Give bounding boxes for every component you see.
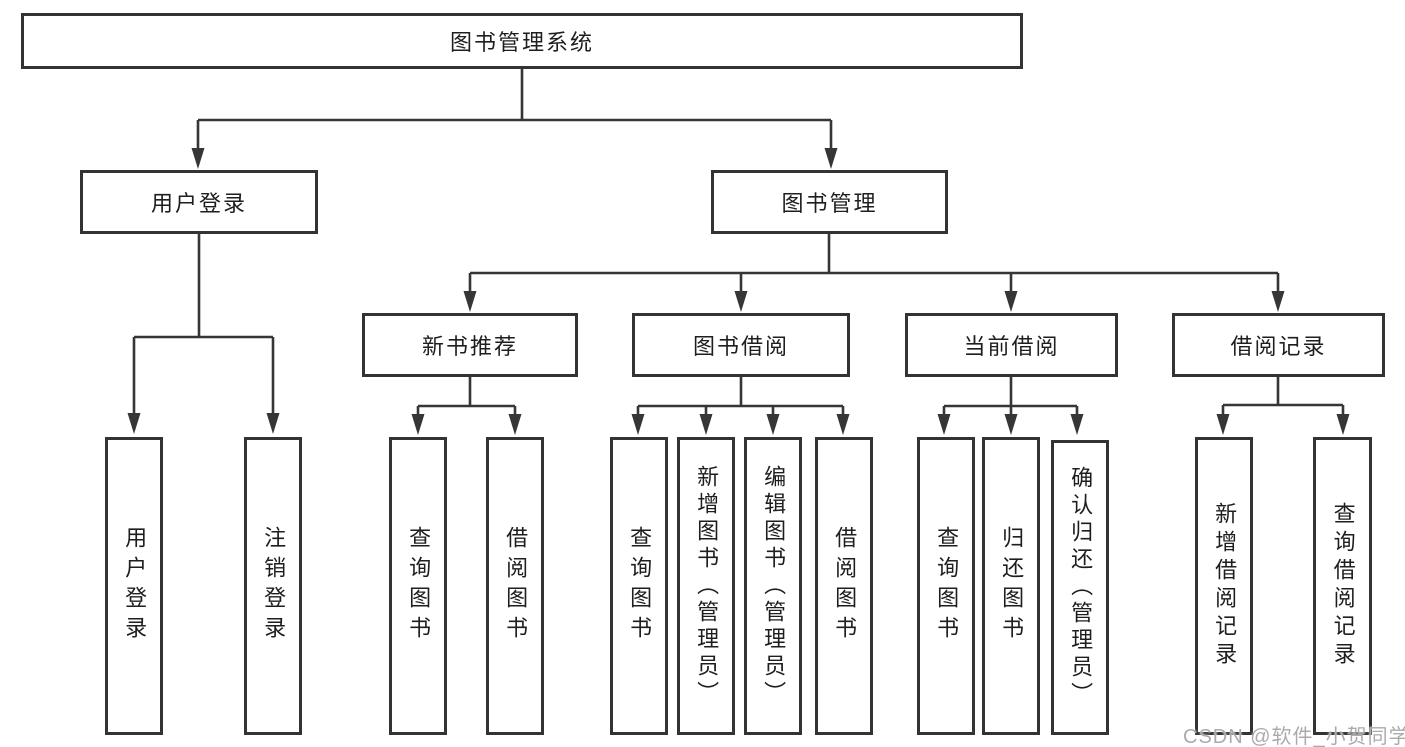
node-book-management: 图书管理 [711, 170, 948, 234]
connector-book-borrow-to-leaves [631, 377, 850, 435]
connector-new-book-to-leaves [411, 377, 522, 435]
node-label: 借阅图书 [832, 526, 858, 646]
connector-user-login-to-leaves [127, 234, 280, 434]
node-user-login: 用户登录 [80, 170, 318, 234]
node-label: 借阅记录 [1230, 334, 1327, 359]
node-label: 当前借阅 [963, 334, 1060, 359]
leaf-query-books-2: 查询图书 [610, 437, 668, 735]
leaf-add-borrow-record: 新增借阅记录 [1195, 437, 1253, 735]
node-label: 新增借阅记录 [1212, 502, 1238, 670]
csdn-watermark: CSDN @软件_小贺同学 [1183, 726, 1405, 747]
connector-book-mgmt-to-level2 [463, 234, 1285, 312]
node-label: 借阅图书 [503, 526, 529, 646]
node-label: 注销登录 [261, 526, 287, 646]
node-label: 新书推荐 [421, 334, 518, 359]
node-label: 图书管理系统 [449, 30, 594, 55]
node-book-borrowing: 图书借阅 [632, 313, 850, 377]
node-label: 新增图书（管理员） [694, 464, 720, 708]
leaf-add-books-admin: 新增图书（管理员） [677, 437, 735, 735]
node-label: 查询图书 [627, 526, 653, 646]
leaf-confirm-return-admin: 确认归还（管理员） [1051, 440, 1109, 735]
connector-root-to-level1 [191, 69, 838, 169]
node-label: 确认归还（管理员） [1068, 466, 1094, 709]
node-label: 查询图书 [406, 526, 432, 646]
leaf-return-books: 归还图书 [982, 437, 1040, 735]
leaf-query-books-1: 查询图书 [389, 437, 447, 735]
node-root-library-system: 图书管理系统 [21, 13, 1023, 69]
node-label: 用户登录 [122, 526, 148, 646]
node-label: 查询图书 [934, 526, 960, 646]
node-label: 图书管理 [781, 191, 878, 216]
node-label: 编辑图书（管理员） [761, 464, 787, 708]
node-label: 用户登录 [150, 191, 247, 216]
connector-records-to-leaves [1216, 377, 1350, 435]
leaf-user-login: 用户登录 [105, 437, 163, 735]
leaf-borrow-books-2: 借阅图书 [815, 437, 873, 735]
leaf-edit-books-admin: 编辑图书（管理员） [744, 437, 802, 735]
node-new-book-recommend: 新书推荐 [362, 313, 578, 377]
leaf-query-books-3: 查询图书 [917, 437, 975, 735]
node-label: 归还图书 [999, 526, 1025, 646]
node-current-borrowing: 当前借阅 [905, 313, 1118, 377]
connector-current-borrow-to-leaves [937, 377, 1084, 435]
leaf-logout: 注销登录 [244, 437, 302, 735]
leaf-query-borrow-record: 查询借阅记录 [1313, 437, 1372, 735]
node-label: 查询借阅记录 [1330, 502, 1356, 670]
node-label: 图书借阅 [692, 334, 789, 359]
node-borrowing-records: 借阅记录 [1172, 313, 1385, 377]
leaf-borrow-books-1: 借阅图书 [486, 437, 544, 735]
